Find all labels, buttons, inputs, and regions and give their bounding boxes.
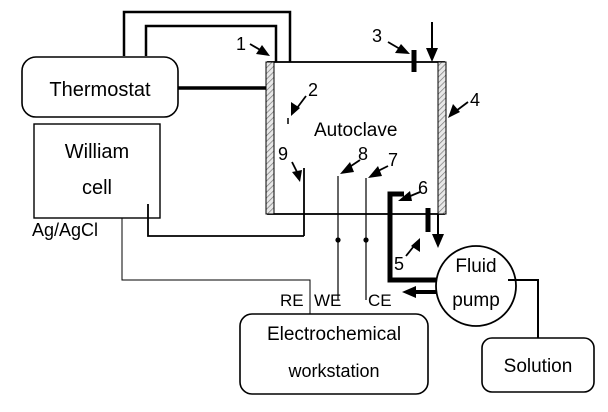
william-cell-label-line2: cell: [82, 177, 112, 199]
callout-number-2: 2: [308, 80, 318, 100]
ce-label: CE: [368, 291, 392, 310]
thermostat-label: Thermostat: [49, 79, 151, 101]
william-cell-label-line1: William: [65, 141, 129, 163]
fluid-pump-circle: [435, 245, 517, 327]
outlet-pipe: [387, 191, 438, 283]
callout-arrow-5: [405, 238, 420, 257]
pump-to-solution-line: [508, 279, 539, 338]
re-label: RE: [280, 291, 304, 310]
callout-number-3: 3: [372, 26, 382, 46]
top-inlet-arrowhead: [426, 48, 438, 62]
callout-arrow-6: [398, 191, 421, 201]
thermostat-loop-outer: [122, 10, 292, 62]
callout-number-5: 5: [394, 254, 404, 274]
salt-bridge-line: [147, 204, 304, 237]
william-cell-box: [33, 123, 161, 219]
fluid-pump-label-line1: Fluid: [455, 256, 496, 277]
re-wire: [121, 218, 311, 314]
agagcl-label: Ag/AgCl: [32, 220, 98, 240]
callout-arrow-3: [387, 41, 410, 54]
autoclave-label: Autoclave: [314, 120, 397, 141]
junction-dot-ce: [363, 237, 369, 243]
callout-number-7: 7: [388, 150, 398, 170]
autoclave-box: [267, 61, 445, 215]
callout-arrow-9: [291, 161, 302, 182]
autoclave-left-heater: [265, 61, 275, 215]
callout-arrow-2: [291, 95, 307, 116]
callout-arrow-7: [368, 165, 389, 178]
workstation-box: [239, 313, 429, 395]
solution-box: [481, 337, 595, 393]
callout-arrow-1: [249, 43, 270, 56]
callout-arrow-8: [340, 159, 361, 174]
fluid-pump-label-line2: pump: [452, 290, 500, 311]
solution-label: Solution: [504, 356, 573, 377]
thermostat-box: [21, 56, 179, 118]
workstation-label-line1: Electrochemical: [267, 324, 401, 345]
callout-number-6: 6: [418, 178, 428, 198]
callout-number-9: 9: [278, 144, 288, 164]
workstation-label-line2: workstation: [287, 361, 379, 381]
bottom-outlet-arrowhead: [432, 234, 444, 248]
callout-arrow-4: [448, 101, 469, 118]
junction-dot-we: [335, 237, 341, 243]
callout-number-8: 8: [358, 144, 368, 164]
callout-number-4: 4: [470, 90, 480, 110]
callout-number-1: 1: [236, 34, 246, 54]
thermostat-loop-inner: [144, 24, 278, 62]
pump-return-arrowhead: [402, 286, 416, 298]
we-label: WE: [314, 291, 341, 310]
autoclave-right-heater: [437, 61, 447, 215]
